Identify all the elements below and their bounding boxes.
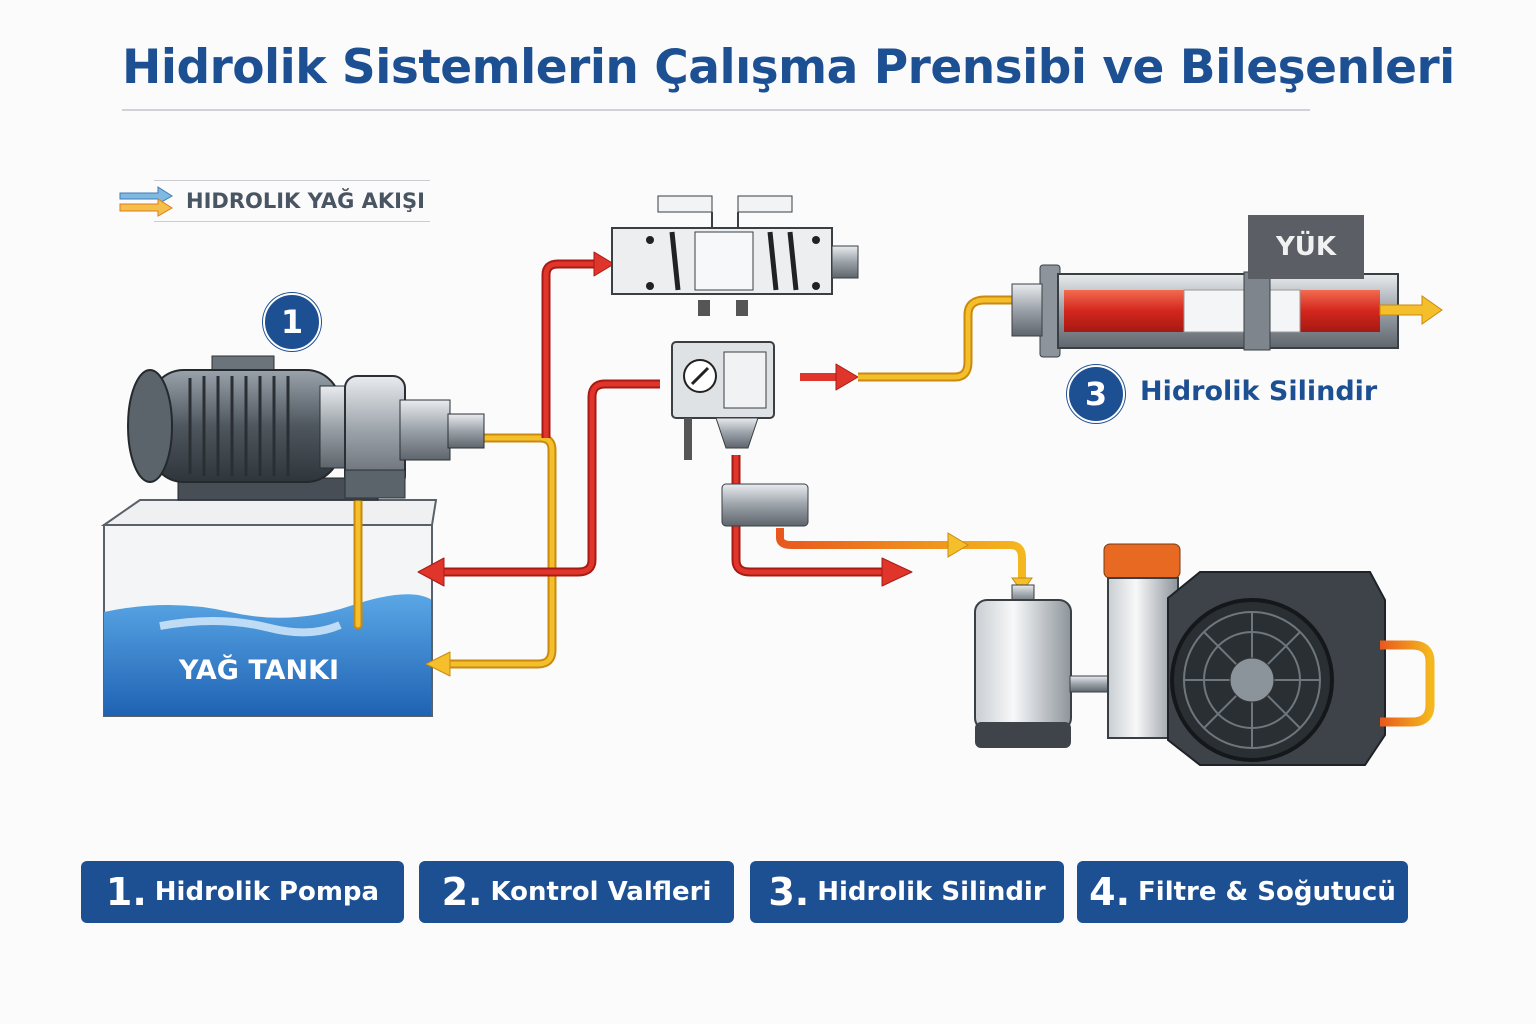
oil-tank [100,499,438,717]
pump-number-badge: 1 [263,293,321,351]
component-number: 2. [441,870,483,914]
hydraulic-cylinder [1011,264,1443,358]
component-button-cylinder[interactable]: 3. Hidrolik Silindir [750,861,1064,923]
directional-control-valve [611,195,859,316]
hydraulic-pump [127,355,485,501]
pressure-control-valve [671,341,809,527]
legend-divider-bottom [154,221,430,222]
oil-filter [974,584,1121,748]
legend-label: HIDROLIK YAĞ AKIŞI [186,189,425,213]
legend-divider-top [154,180,430,181]
pressure-line [417,251,913,587]
tank-label: YAĞ TANKI [178,655,340,686]
component-label: Hidrolik Silindir [817,877,1046,907]
component-label: Kontrol Valfleri [490,877,712,907]
component-button-pump[interactable]: 1. Hidrolik Pompa [81,861,404,923]
page-title: Hidrolik Sistemlerin Çalışma Prensibi ve… [122,40,1455,95]
component-button-valves[interactable]: 2. Kontrol Valfleri [419,861,734,923]
oil-cooler [1103,543,1435,766]
component-number: 3. [768,870,810,914]
component-number: 1. [105,870,147,914]
component-button-filter-cooler[interactable]: 4. Filtre & Soğutucü [1077,861,1408,923]
cylinder-number-badge: 3 [1067,365,1125,423]
component-label: Filtre & Soğutucü [1138,877,1396,907]
component-label: Hidrolik Pompa [154,877,380,907]
load-block: YÜK [1248,215,1364,279]
component-number: 4. [1089,870,1131,914]
title-divider [122,109,1310,111]
flow-arrows-icon [119,186,173,217]
flow-legend: HIDROLIK YAĞ AKIŞI [118,180,430,222]
supply-line-to-cylinder [776,295,1033,593]
cylinder-label: Hidrolik Silindir [1140,376,1378,407]
